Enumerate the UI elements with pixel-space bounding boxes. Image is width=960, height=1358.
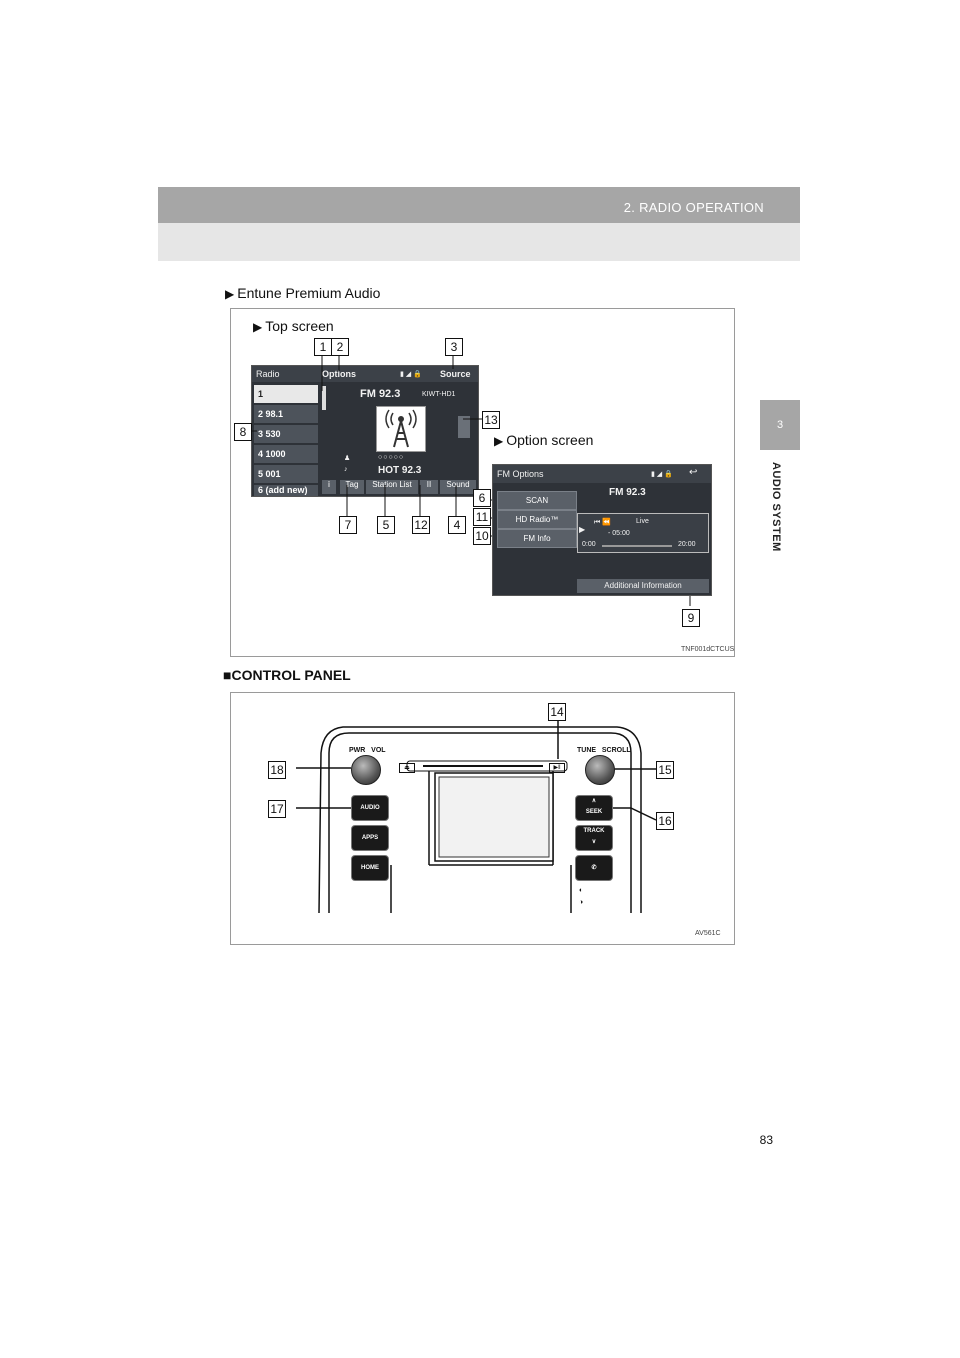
- callout-5: 5: [377, 516, 395, 534]
- square-bullet-icon: ■: [223, 667, 232, 683]
- play-pause-icon[interactable]: ▶‖: [549, 763, 565, 773]
- option-header: [493, 465, 711, 483]
- callout-3: 3: [445, 338, 463, 356]
- figure-radio-screens: ▶Top screen Radio Options Source ▮ ◢ 🔒 1…: [230, 308, 735, 657]
- callout-14: 14: [548, 703, 566, 721]
- header-band: [158, 187, 800, 223]
- figure-code: TNF001dCTCUS: [681, 646, 735, 653]
- option-screen: FM Options ▮ ◢ 🔒 ↩ SCAN HD Radio™ FM Inf…: [492, 464, 712, 596]
- time-right: 20:00: [678, 541, 696, 548]
- callout-10: 10: [473, 527, 491, 545]
- callout-8: 8: [234, 423, 252, 441]
- hd-radio-button[interactable]: HD Radio™: [497, 510, 577, 529]
- phone-icon: ✆: [591, 865, 597, 871]
- home-button[interactable]: HOME: [351, 855, 389, 881]
- radio-title: Radio: [256, 369, 280, 379]
- tune-scroll-knob[interactable]: [585, 755, 615, 785]
- left-arrow-icon[interactable]: ▶: [579, 525, 586, 534]
- eject-icon[interactable]: ⏏: [399, 763, 415, 773]
- live-label: Live: [636, 518, 649, 525]
- time-left: 0:00: [582, 541, 596, 548]
- callout-16: 16: [656, 812, 674, 830]
- source-button[interactable]: Source: [440, 369, 471, 379]
- section-title: ▶Entune Premium Audio: [225, 285, 381, 301]
- status-icons: ▮ ◢ 🔒: [651, 471, 673, 478]
- header-subband: [158, 223, 800, 261]
- top-screen-header: [252, 366, 478, 382]
- station-list-button[interactable]: Station List: [366, 480, 418, 494]
- top-screen: Radio Options Source ▮ ◢ 🔒 1 2 98.1 3 53…: [251, 365, 479, 497]
- callout-9: 9: [682, 609, 700, 627]
- callout-11: 11: [473, 508, 491, 526]
- page-number: 83: [759, 1133, 773, 1147]
- scan-button[interactable]: SCAN: [497, 491, 577, 510]
- figure-control-panel: ⏏ ▶‖ PWR VOL TUNE SCROLL AUDIO APPS HOME…: [230, 692, 735, 945]
- chapter-number: 3: [776, 419, 784, 431]
- hd-radio-logo-icon: ◑: [579, 899, 584, 906]
- info-button[interactable]: ⅰ: [322, 480, 336, 494]
- header-section-title: 2. RADIO OPERATION: [623, 200, 764, 215]
- callout-7: 7: [339, 516, 357, 534]
- tag-button[interactable]: Tag: [340, 480, 364, 494]
- station-tag: KIWT-HD1: [422, 391, 456, 398]
- callout-15: 15: [656, 761, 674, 779]
- pwr-vol-knob[interactable]: [351, 755, 381, 785]
- triangle-bullet-icon: ▶: [253, 320, 263, 334]
- chevron-down-icon: ∨: [591, 839, 597, 845]
- music-note-icon: ♪: [344, 466, 348, 473]
- callout-2: 2: [331, 338, 349, 356]
- scroll-bar[interactable]: [322, 386, 326, 410]
- status-icons: ▮ ◢ 🔒: [400, 371, 422, 378]
- chevron-up-icon: ∧: [591, 798, 597, 804]
- fm-options-title: FM Options: [497, 469, 544, 479]
- triangle-bullet-icon: ▶: [494, 434, 504, 448]
- top-screen-label: ▶Top screen: [253, 318, 334, 334]
- radio-tower-icon: [376, 406, 426, 452]
- preset-3[interactable]: 3 530: [254, 425, 318, 443]
- chapter-tab: 3: [760, 400, 800, 450]
- pause-button[interactable]: II: [420, 480, 438, 494]
- progress-track[interactable]: [602, 545, 672, 547]
- apps-button[interactable]: APPS: [351, 825, 389, 851]
- preset-1[interactable]: 1: [254, 385, 318, 403]
- control-panel-title: ■CONTROL PANEL: [223, 667, 351, 683]
- seek-button[interactable]: ∧SEEK: [575, 795, 613, 821]
- playback-controls[interactable]: ⏮ ⏪: [594, 519, 611, 526]
- preset-2[interactable]: 2 98.1: [254, 405, 318, 423]
- options-button[interactable]: Options: [322, 369, 356, 379]
- rating-circles[interactable]: ○○○○○: [378, 454, 405, 461]
- callout-4: 4: [448, 516, 466, 534]
- figure-code: AV561C: [695, 930, 721, 937]
- preset-4[interactable]: 4 1000: [254, 445, 318, 463]
- preset-6[interactable]: 6 (add new): [254, 485, 318, 496]
- preset-5[interactable]: 5 001: [254, 465, 318, 483]
- callout-17: 17: [268, 800, 286, 818]
- additional-info-button[interactable]: Additional Information: [577, 579, 709, 593]
- track-button[interactable]: TRACK∨: [575, 825, 613, 851]
- artist-icon: ♟: [344, 455, 351, 462]
- time-mid: - 05:00: [608, 530, 630, 537]
- playback-panel: ⏮ ⏪ Live - 05:00 0:00 20:00: [577, 513, 709, 553]
- station-name: FM 92.3: [360, 388, 401, 400]
- tune-scroll-label: TUNE SCROLL: [577, 747, 631, 754]
- callout-13: 13: [482, 411, 500, 429]
- back-icon[interactable]: ↩: [689, 467, 698, 478]
- pwr-vol-label: PWR VOL: [349, 747, 386, 754]
- chapter-label: AUDIO SYSTEM: [770, 462, 782, 552]
- option-screen-label: ▶Option screen: [494, 432, 594, 448]
- song-title: HOT 92.3: [378, 465, 422, 476]
- triangle-bullet-icon: ▶: [225, 287, 235, 301]
- callout-6: 6: [473, 489, 491, 507]
- panel-toggle-button[interactable]: [458, 416, 470, 438]
- phone-button[interactable]: ✆: [575, 855, 613, 881]
- sound-button[interactable]: Sound: [440, 480, 476, 494]
- fm-info-button[interactable]: FM Info: [497, 529, 577, 548]
- callout-18: 18: [268, 761, 286, 779]
- panel-outline: [296, 720, 657, 914]
- siriusxm-logo-icon: ◐: [579, 887, 584, 894]
- audio-button[interactable]: AUDIO: [351, 795, 389, 821]
- callout-12: 12: [412, 516, 430, 534]
- station-name: FM 92.3: [609, 487, 646, 498]
